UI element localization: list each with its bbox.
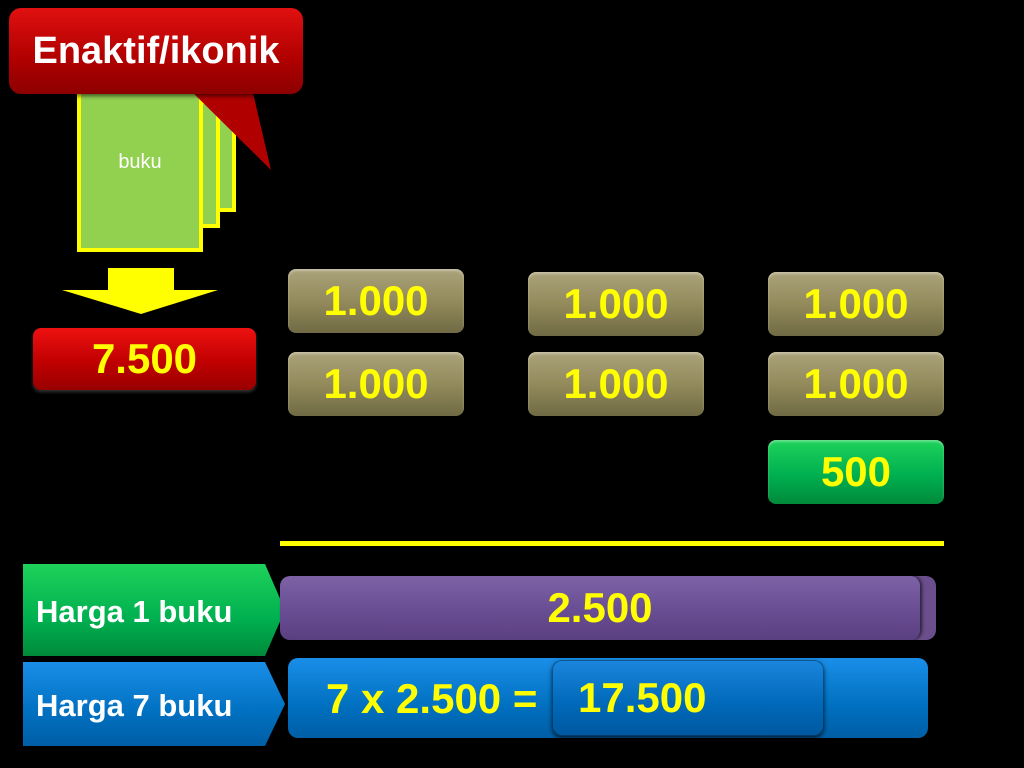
book-front: buku [77,80,203,252]
money-coin: 500 [768,440,944,504]
total-amount-box: 7.500 [33,328,256,390]
money-note: 1.000 [528,272,704,336]
price-one-value: 2.500 [280,576,920,640]
book-label: buku [118,150,162,173]
callout-title: Enaktif/ikonik [9,8,303,94]
label-arrow-green [23,564,285,656]
price-seven-result: 17.500 [552,660,824,736]
money-note: 1.000 [288,269,464,333]
money-note: 1.000 [768,352,944,416]
row-label-price-one: Harga 1 buku [36,594,233,629]
divider-line [280,541,944,546]
label-arrow-blue [23,662,285,746]
money-note: 1.000 [768,272,944,336]
money-note: 1.000 [288,352,464,416]
row-label-price-seven: Harga 7 buku [36,688,233,723]
money-note: 1.000 [528,352,704,416]
down-arrow-icon [62,268,218,314]
price-seven-result-text: 17.500 [578,674,707,721]
price-seven-formula: 7 x 2.500 = [326,675,538,722]
